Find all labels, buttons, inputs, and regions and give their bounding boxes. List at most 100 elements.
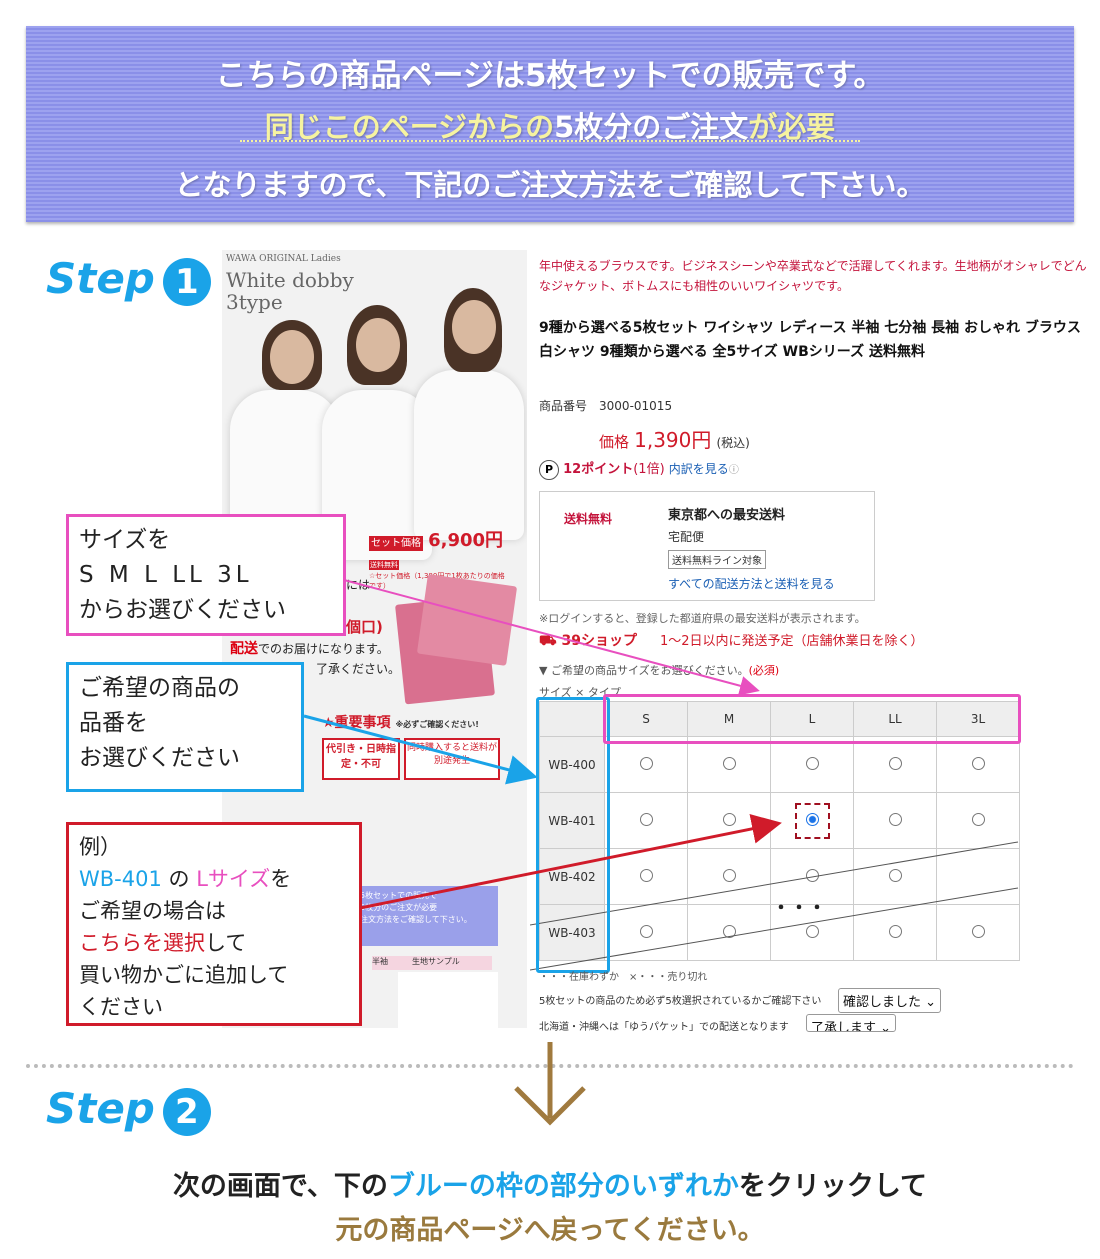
radio-wb401-l[interactable] xyxy=(805,812,819,826)
important-heading: ★重要事項 ※必ずご確認ください! xyxy=(322,712,479,732)
row-label-wb400: WB-400 xyxy=(539,736,605,793)
delivery-tail: でのお届けになります。 xyxy=(258,642,389,656)
radio-wb403-s[interactable] xyxy=(639,924,653,938)
banner-line-3: となりますので、下記のご注文方法をご確認して下さい。 xyxy=(174,168,926,202)
size-note-line-1: サイズを xyxy=(79,527,171,553)
chevron-down-icon: ⌄ xyxy=(880,1021,892,1032)
size-header-row: S M L LL 3L xyxy=(539,701,1020,737)
size-arrow xyxy=(343,579,760,696)
radio-wb401-m[interactable] xyxy=(722,812,736,826)
fragment-kaku: 個口) xyxy=(346,618,383,636)
row-label-wb401: WB-401 xyxy=(539,792,605,849)
banner-line-1: こちらの商品ページは5枚セットでの販売です。 xyxy=(215,58,885,94)
size-row-highlight xyxy=(603,694,1021,744)
code-note-line-2: 品番を xyxy=(79,710,148,736)
example-no: の xyxy=(161,867,197,891)
radio-wb402-l[interactable] xyxy=(805,868,819,882)
step1-number: 1 xyxy=(162,257,211,306)
shipping-link[interactable]: すべての配送方法と送料を見る xyxy=(668,577,835,591)
set-price-label: セット価格 xyxy=(369,536,423,551)
banner-line-2b: 5枚分のご注文 xyxy=(554,110,749,144)
radio-wb400-l[interactable] xyxy=(805,756,819,770)
example-shite: して xyxy=(205,931,247,955)
radio-wb403-3l[interactable] xyxy=(971,924,985,938)
image-title-1: White dobby xyxy=(226,268,354,292)
radio-wb400-s[interactable] xyxy=(639,756,653,770)
stock-legend: ・・・在庫わずか ×・・・売り切れ xyxy=(539,972,708,983)
shop-label: ⛟ 39ショップ xyxy=(539,630,637,651)
radio-wb403-ll[interactable] xyxy=(888,924,902,938)
brand-text: WAWA ORIGINAL Ladies xyxy=(226,254,341,264)
product-description: 年中使えるブラウスです。ビジネスシーンや卒業式などで活躍してくれます。生地柄がオ… xyxy=(539,259,1087,293)
example-select: こちらを選択 xyxy=(79,931,205,955)
mini-note-2: 5枚分のご注文が必要 xyxy=(360,903,438,912)
shipping-title: 東京都への最安送料 xyxy=(668,508,786,523)
price-label: 価格 xyxy=(599,433,630,451)
model-left-face xyxy=(270,330,314,384)
size-header-l: L xyxy=(770,701,854,737)
tax-label: (税込) xyxy=(716,436,750,450)
shipping-badge: 送料無料ライン対象 xyxy=(668,550,766,569)
model-center-face xyxy=(356,318,400,372)
hokkaido-select[interactable]: 了承します ⌄ xyxy=(806,1014,897,1032)
important-text: ★重要事項 xyxy=(322,715,391,731)
banner-line-2c: が必要 xyxy=(748,110,836,144)
code-note-line-1: ご希望の商品の xyxy=(79,675,240,701)
login-note: ※ログインすると、登録した都道府県の最安送料が表示されます。 xyxy=(539,612,866,625)
step2-line-2: 元の商品ページへ戻ってください。 xyxy=(335,1215,765,1246)
example-arrow xyxy=(359,814,782,910)
banner-line-2: 同じこのページからの5枚分のご注文が必要 xyxy=(26,104,1074,146)
confirm-select[interactable]: 確認しました ⌄ xyxy=(838,988,942,1013)
example-line-4: こちらを選択して xyxy=(79,927,349,959)
sample-table-header: 半袖 生地サンプル xyxy=(372,956,492,970)
example-line-1: 例） xyxy=(79,835,121,859)
fabric-sample xyxy=(398,972,498,1028)
sample-label: 生地サンプル xyxy=(412,957,460,966)
model-right xyxy=(414,370,524,540)
points-row: P 12ポイント(1倍) 内訳を見るⓘ xyxy=(539,458,739,480)
radio-wb401-3l[interactable] xyxy=(971,812,985,826)
step2-line-1a: 次の画面で、下の xyxy=(172,1171,388,1202)
table-ellipsis: ・・・ xyxy=(772,898,826,919)
size-table: S M L LL 3L WB-400 WB-401 WB-402 WB-403 xyxy=(539,701,1020,961)
number-label: 商品番号 xyxy=(539,399,588,413)
points-value: 12ポイント xyxy=(563,462,634,477)
shipping-method: 宅配便 xyxy=(668,530,705,544)
table-row: WB-400 xyxy=(539,736,1020,793)
hokkaido-label: 北海道・沖縄へは「ゆうパケット」での配送となります xyxy=(539,1022,789,1033)
product-title: 9種から選べる5枚セット ワイシャツ レディース 半袖 七分袖 長袖 おしゃれ … xyxy=(539,320,1081,360)
code-note-line-3: お選びください xyxy=(79,745,240,771)
size-header-s: S xyxy=(604,701,688,737)
size-note-line-3: からお選びください xyxy=(79,597,286,623)
selected-highlight xyxy=(794,802,830,839)
table-row: WB-403 xyxy=(539,904,1020,961)
header-corner xyxy=(539,701,605,737)
important-sub: ※必ずご確認ください! xyxy=(395,720,479,729)
radio-wb400-ll[interactable] xyxy=(888,756,902,770)
set-price-value: 6,900円 xyxy=(428,530,504,551)
example-line-3: ご希望の場合は xyxy=(79,899,226,923)
image-title-2: 3type xyxy=(226,290,283,314)
code-note: ご希望の商品の 品番を お選びください xyxy=(66,662,304,792)
required-text: (必須) xyxy=(748,664,780,677)
size-header-m: M xyxy=(687,701,771,737)
radio-wb402-m[interactable] xyxy=(722,868,736,882)
code-arrow xyxy=(303,714,538,785)
points-detail-link[interactable]: 内訳を見る xyxy=(668,462,729,476)
cut-line-2 xyxy=(530,887,1019,971)
step2-line-1b: ブルーの枠の部分のいずれか xyxy=(387,1171,739,1202)
radio-wb401-s[interactable] xyxy=(639,812,653,826)
confirm-label: 5枚セットの商品のため必ず5枚選択されているかご確認下さい xyxy=(539,996,822,1007)
delivery-word: 配送 xyxy=(230,641,258,657)
radio-wb401-ll[interactable] xyxy=(888,812,902,826)
radio-wb403-l[interactable] xyxy=(805,924,819,938)
point-icon: P xyxy=(539,460,559,480)
step2-number: 2 xyxy=(162,1087,211,1136)
radio-wb402-ll[interactable] xyxy=(888,868,902,882)
radio-wb400-3l[interactable] xyxy=(971,756,985,770)
radio-wb400-m[interactable] xyxy=(722,756,736,770)
radio-wb402-s[interactable] xyxy=(639,868,653,882)
hokkaido-value: 了承します xyxy=(811,1021,877,1032)
confirm-value: 確認しました xyxy=(843,995,922,1010)
